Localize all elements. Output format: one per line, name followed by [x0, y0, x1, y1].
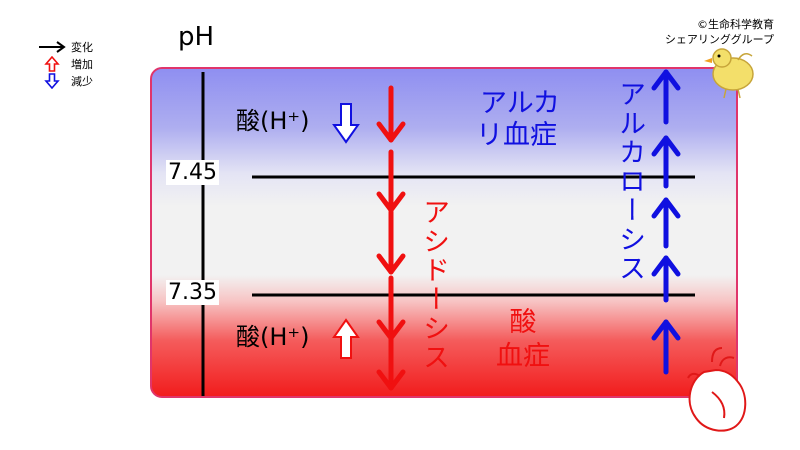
duckling-icon	[704, 48, 754, 99]
legend-item-change: 変化	[37, 38, 93, 55]
alkalemia-label: アルカ リ血症	[476, 88, 560, 152]
credit-line-1: ©生命科学教育	[697, 18, 774, 31]
red-down-arrow	[376, 85, 406, 143]
blue-hollow-down-arrow-icon	[332, 103, 360, 144]
alkalosis-label: アルカローシス	[614, 80, 645, 283]
blue-up-arrow	[651, 319, 681, 375]
credit: ©生命科学教育 シェアリンググループ	[665, 17, 774, 47]
tick-label-735: 7.35	[166, 280, 219, 305]
blue-up-arrow	[651, 255, 681, 303]
black-right-arrow-icon	[39, 40, 66, 53]
legend-item-increase: 増加	[37, 55, 93, 72]
red-hollow-up-arrow-icon	[332, 318, 360, 359]
acidemia-line-1: 酸	[509, 307, 537, 338]
red-down-arrow	[376, 209, 406, 275]
legend-item-decrease: 減少	[37, 72, 93, 89]
acidosis-label: アシドーシス	[418, 198, 449, 372]
red-hollow-up-arrow-icon	[44, 55, 60, 72]
blue-up-arrow	[651, 135, 681, 189]
red-down-arrow	[376, 335, 406, 391]
legend-label: 変化	[71, 40, 93, 54]
acidemia-label: 酸 血症	[496, 306, 550, 374]
tick-label-745: 7.45	[166, 160, 219, 185]
legend: 変化 増加 減少	[37, 38, 93, 89]
acidemia-line-2: 血症	[496, 341, 550, 372]
blue-up-arrow	[651, 69, 681, 125]
red-down-arrow	[376, 149, 406, 213]
blue-up-arrow	[651, 197, 681, 249]
blue-up-arrows	[651, 69, 681, 375]
ph-range-panel	[150, 67, 738, 398]
blue-hollow-down-arrow-icon	[44, 72, 60, 89]
heart-icon	[687, 347, 747, 432]
acid-h-label-bottom: 酸(H⁺)	[236, 323, 310, 351]
acid-h-label-top: 酸(H⁺)	[236, 107, 310, 135]
red-down-arrows	[376, 85, 406, 391]
credit-line-2: シェアリンググループ	[664, 33, 774, 46]
legend-label: 減少	[71, 74, 93, 88]
legend-label: 増加	[71, 57, 93, 71]
red-down-arrow	[376, 275, 406, 341]
alkalemia-line-2: リ血症	[476, 120, 557, 151]
alkalemia-line-1: アルカ	[480, 88, 560, 119]
ph-axis-title: pH	[178, 22, 215, 52]
